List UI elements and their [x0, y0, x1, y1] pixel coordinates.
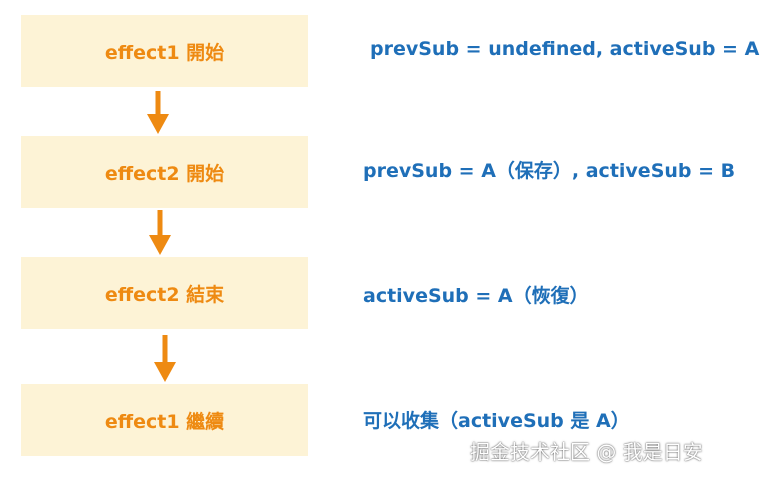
note-prevsub-undefined: prevSub = undefined, activeSub = A	[370, 38, 760, 60]
step-label: effect2 結束	[104, 283, 225, 306]
note-collect-ok: 可以收集（activeSub 是 A）	[363, 410, 630, 432]
watermark: 掘金技术社区 @ 我是日安	[470, 440, 703, 464]
step-label: effect1 繼續	[104, 410, 225, 433]
step-box-effect2-end: effect2 結束	[21, 257, 308, 329]
step-box-effect1-start: effect1 開始	[21, 15, 308, 87]
arrow-down-icon	[149, 210, 171, 255]
note-activesub-restored: activeSub = A（恢復）	[363, 285, 589, 307]
arrow-down-icon	[147, 91, 169, 134]
step-box-effect1-continue: effect1 繼續	[21, 384, 308, 456]
note-prevsub-saved: prevSub = A（保存）, activeSub = B	[363, 160, 736, 182]
arrow-down-icon	[154, 335, 176, 382]
step-label: effect2 開始	[104, 162, 225, 185]
step-label: effect1 開始	[104, 41, 225, 64]
step-box-effect2-start: effect2 開始	[21, 136, 308, 208]
